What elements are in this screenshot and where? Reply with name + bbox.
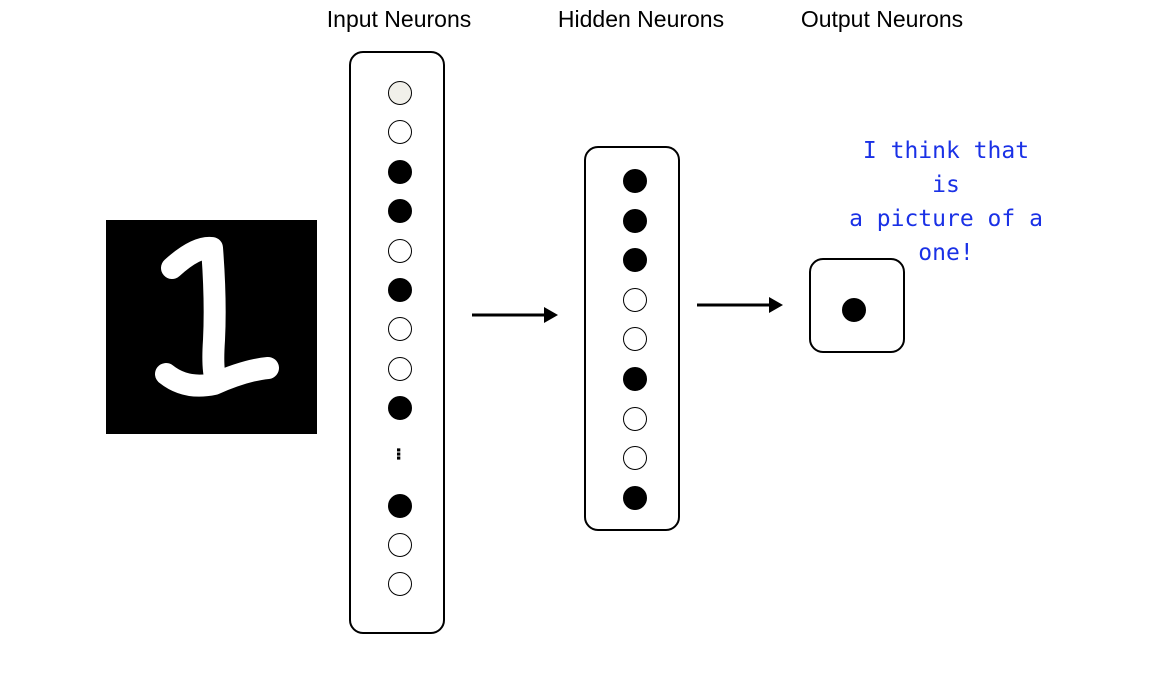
arrow-hidden-to-output [697,297,783,313]
input-neuron-off [388,238,412,263]
input-neuron-off [388,120,412,145]
input-neuron-off [388,356,412,381]
input-neuron-on [388,278,412,302]
hidden-neuron-off [623,327,647,352]
hidden-neuron-on [623,485,647,510]
speech-line: one! [918,240,974,266]
hidden-neuron-on [623,248,647,273]
arrow-input-to-hidden [472,307,558,323]
hidden-neuron-off [623,446,647,471]
ellipsis-more-neurons: ... [392,446,417,460]
input-neuron-on [388,199,412,224]
hidden-neuron-on [623,208,647,233]
digit-image [106,220,317,434]
input-neuron-on [388,494,412,518]
output-neurons-label: Output Neurons [800,6,964,32]
hidden-neuron-on [623,169,647,193]
input-neurons-label: Input Neurons [326,6,472,32]
speech-line: a picture of a [849,206,1043,232]
input-neuron-off [388,533,412,557]
hidden-neuron-off [623,406,647,431]
handwritten-one-drawing [155,236,279,397]
input-neuron-off [388,317,412,342]
speech-line: I think that is [862,138,1030,198]
hidden-neuron-on [623,367,647,391]
input-neuron-faint [388,81,412,105]
input-neuron-on [388,159,412,184]
input-neuron-on [388,396,412,421]
hidden-neuron-off [623,287,647,312]
hidden-neurons-label: Hidden Neurons [557,6,725,32]
output-neuron-on [842,298,866,322]
prediction-speech: I think that is a picture of a one! [845,134,1047,270]
input-neuron-off [388,572,412,596]
